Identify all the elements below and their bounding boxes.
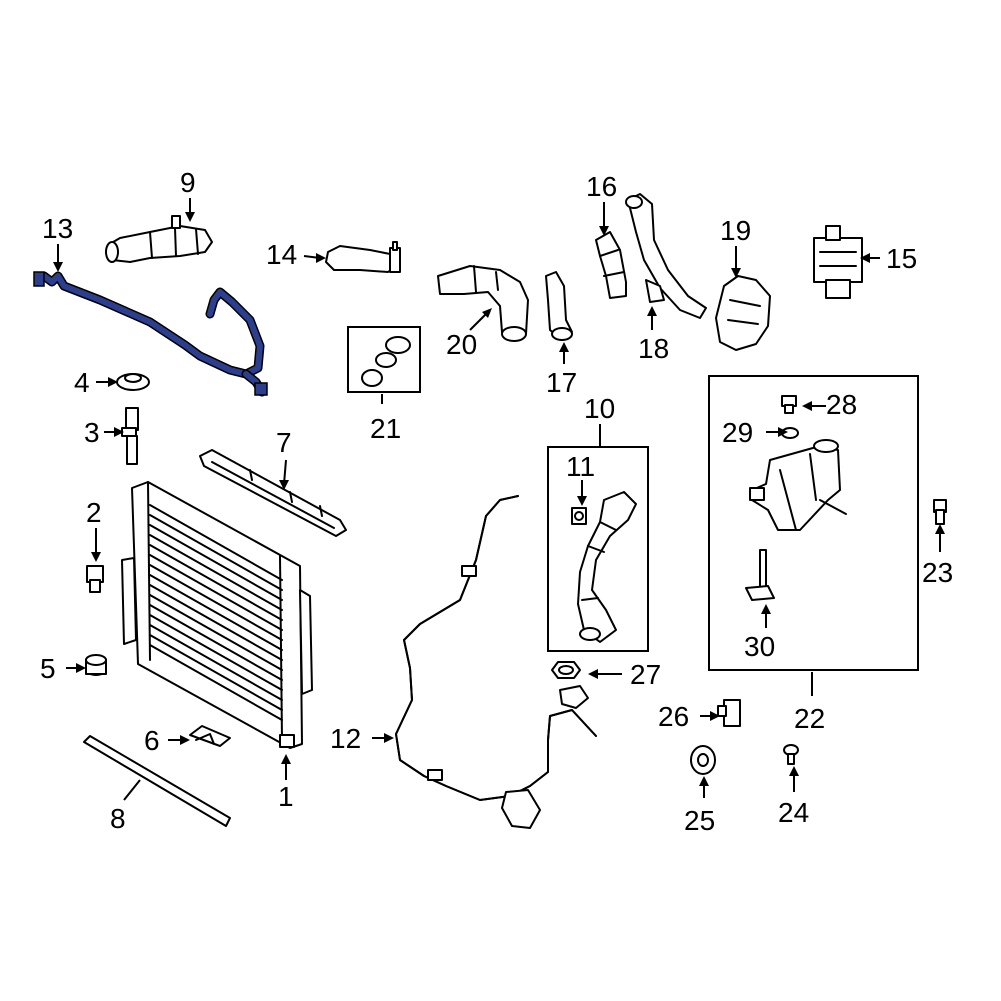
part-19-reservoir[interactable]: [715, 275, 771, 351]
part-8-seal-strip[interactable]: [83, 735, 231, 827]
part-25-grommet[interactable]: [690, 745, 716, 775]
callout-6[interactable]: 6: [144, 725, 160, 756]
part-13-hose-highlighted[interactable]: [33, 271, 268, 397]
callout-27[interactable]: 27: [630, 659, 661, 690]
part-6-bracket[interactable]: [189, 725, 231, 747]
part-12-coolant-hose[interactable]: [395, 495, 597, 829]
callout-1[interactable]: 1: [278, 781, 294, 812]
part-10-heater-hose-box[interactable]: [547, 446, 649, 652]
callout-29[interactable]: 29: [722, 417, 753, 448]
part-28-cap[interactable]: [781, 395, 797, 414]
part-21-seal-kit[interactable]: [347, 326, 421, 393]
callout-7[interactable]: 7: [276, 427, 292, 458]
callout-28[interactable]: 28: [826, 389, 857, 420]
part-26-connector[interactable]: [717, 699, 741, 727]
callout-19[interactable]: 19: [720, 215, 751, 246]
part-24-push-pin[interactable]: [783, 744, 799, 765]
callout-22[interactable]: 22: [794, 703, 825, 734]
callout-12[interactable]: 12: [330, 723, 361, 754]
callout-23[interactable]: 23: [922, 557, 953, 588]
callout-2[interactable]: 2: [86, 497, 102, 528]
part-14-hose[interactable]: [325, 241, 401, 273]
callout-8[interactable]: 8: [110, 803, 126, 834]
callout-13[interactable]: 13: [42, 213, 73, 244]
callout-14[interactable]: 14: [266, 239, 297, 270]
callout-10[interactable]: 10: [584, 393, 615, 424]
callout-4[interactable]: 4: [74, 367, 90, 398]
part-20-outlet-tube[interactable]: [437, 265, 529, 342]
callout-21[interactable]: 21: [370, 413, 401, 444]
callout-25[interactable]: 25: [684, 805, 715, 836]
callout-15[interactable]: 15: [886, 243, 917, 274]
part-1-radiator[interactable]: [121, 481, 313, 749]
callout-30[interactable]: 30: [744, 631, 775, 662]
part-16-hose[interactable]: [595, 231, 627, 299]
part-3-sensor[interactable]: [121, 407, 139, 465]
callout-20[interactable]: 20: [446, 329, 477, 360]
part-22-coolant-tank-box[interactable]: [708, 375, 919, 671]
callout-24[interactable]: 24: [778, 797, 809, 828]
part-9-upper-hose[interactable]: [105, 215, 213, 263]
callout-3[interactable]: 3: [84, 417, 100, 448]
callout-labels: 9 13 14 4 3 7 2 5 6 8 1 21 20 17 16 18 1…: [40, 167, 953, 836]
leader-lines: [53, 198, 945, 801]
callout-17[interactable]: 17: [546, 367, 577, 398]
part-2-bolt[interactable]: [86, 565, 104, 593]
callout-5[interactable]: 5: [40, 653, 56, 684]
callout-18[interactable]: 18: [638, 333, 669, 364]
part-18-pipe[interactable]: [625, 193, 707, 319]
part-5-mount[interactable]: [85, 654, 107, 676]
callout-11[interactable]: 11: [566, 451, 595, 482]
callout-16[interactable]: 16: [586, 171, 617, 202]
part-23-bolt[interactable]: [933, 499, 947, 525]
part-11-clip[interactable]: [571, 507, 587, 525]
part-4-grommet[interactable]: [116, 373, 150, 391]
part-7-deflector[interactable]: [199, 449, 347, 537]
part-13-hose-fill: [35, 273, 263, 377]
part-30-stud[interactable]: [745, 549, 775, 601]
part-27-cap[interactable]: [551, 661, 581, 679]
callout-9[interactable]: 9: [180, 167, 196, 198]
part-15-valve[interactable]: [813, 225, 863, 299]
callout-26[interactable]: 26: [658, 701, 689, 732]
part-17-hose[interactable]: [545, 271, 573, 341]
